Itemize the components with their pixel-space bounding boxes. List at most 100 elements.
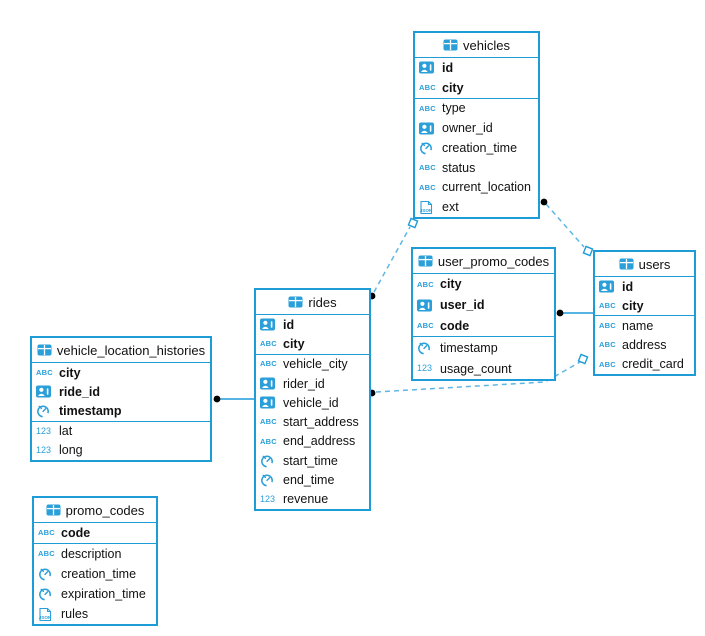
table-header[interactable]: user_promo_codes bbox=[413, 249, 554, 274]
id-icon bbox=[417, 299, 432, 312]
column-name: type bbox=[442, 101, 466, 116]
table-header[interactable]: rides bbox=[256, 290, 369, 315]
column-type-icon-cell: ABC bbox=[419, 184, 439, 192]
column-row-expiration_time: expiration_time bbox=[34, 584, 156, 604]
relationship-line bbox=[373, 226, 411, 293]
column-type-icon-cell bbox=[419, 122, 439, 135]
table-header[interactable]: users bbox=[595, 252, 694, 277]
column-row-id: id bbox=[415, 58, 538, 78]
column-name: description bbox=[61, 547, 122, 561]
column-type-icon-cell: ABC bbox=[419, 164, 439, 172]
timestamp-icon bbox=[418, 342, 430, 355]
column-type-icon-cell bbox=[36, 385, 56, 398]
text-type-icon: ABC bbox=[417, 279, 434, 289]
text-type-icon: ABC bbox=[38, 549, 55, 559]
text-type-icon: ABC bbox=[419, 103, 436, 113]
relationship-user_promo_codes-to-users bbox=[556, 309, 594, 317]
text-type-icon: ABC bbox=[260, 436, 277, 446]
column-type-icon-cell: ABC bbox=[260, 418, 280, 426]
column-type-icon-cell: ABC bbox=[38, 550, 58, 558]
column-name: name bbox=[622, 318, 654, 333]
id-icon bbox=[260, 318, 275, 331]
column-type-icon-cell bbox=[36, 404, 56, 418]
column-row-timestamp: timestamp bbox=[32, 401, 210, 420]
column-name: status bbox=[442, 160, 476, 175]
column-name: city bbox=[283, 336, 305, 351]
column-name: start_time bbox=[283, 453, 338, 468]
column-name: vehicle_city bbox=[283, 357, 348, 372]
column-type-icon-cell bbox=[419, 61, 439, 74]
column-name: creation_time bbox=[442, 140, 518, 155]
timestamp-icon bbox=[420, 142, 432, 155]
table-title: users bbox=[638, 256, 671, 272]
relationship-line bbox=[375, 361, 581, 393]
column-name: creation_time bbox=[61, 567, 137, 581]
table-header[interactable]: promo_codes bbox=[34, 498, 156, 523]
column-name: current_location bbox=[442, 180, 531, 195]
text-type-icon: ABC bbox=[599, 321, 616, 331]
column-name: usage_count bbox=[440, 361, 512, 376]
column-name: city bbox=[59, 365, 81, 380]
timestamp-icon bbox=[261, 474, 273, 487]
column-name: rider_id bbox=[283, 376, 325, 391]
column-type-icon-cell bbox=[260, 396, 280, 409]
column-type-icon-cell bbox=[38, 567, 58, 581]
json-icon: JSON bbox=[420, 200, 433, 214]
json-icon: JSON bbox=[39, 607, 52, 621]
column-type-icon-cell bbox=[260, 318, 280, 331]
table-icon bbox=[418, 255, 433, 267]
timestamp-icon bbox=[261, 455, 273, 468]
id-icon bbox=[419, 61, 434, 74]
relationship-vehicles-to-users bbox=[540, 198, 594, 257]
table-header[interactable]: vehicles bbox=[415, 33, 538, 58]
column-type-icon-cell: ABC bbox=[599, 322, 619, 330]
text-type-icon: ABC bbox=[260, 359, 277, 369]
column-row-city: ABC city bbox=[413, 274, 554, 295]
table-icon bbox=[443, 39, 458, 51]
number-type-icon: 123 bbox=[36, 425, 52, 436]
table-header[interactable]: vehicle_location_histories bbox=[32, 338, 210, 363]
number-type-icon: 123 bbox=[417, 363, 433, 374]
relationship-rides-to-users bbox=[368, 353, 589, 397]
text-type-icon: ABC bbox=[599, 301, 616, 311]
column-type-icon-cell: ABC bbox=[260, 360, 280, 368]
column-type-icon-cell: 123 bbox=[417, 364, 437, 373]
id-icon bbox=[260, 396, 275, 409]
column-row-creation_time: creation_time bbox=[415, 138, 538, 158]
column-name: city bbox=[440, 277, 462, 292]
column-type-icon-cell: JSON bbox=[419, 200, 439, 215]
id-icon bbox=[36, 385, 51, 398]
column-row-id: id bbox=[256, 315, 369, 334]
column-type-icon-cell bbox=[38, 587, 58, 601]
column-row-ride_id: ride_id bbox=[32, 382, 210, 401]
id-icon bbox=[599, 280, 614, 293]
text-type-icon: ABC bbox=[417, 321, 434, 331]
table-title: rides bbox=[308, 294, 337, 310]
column-name: address bbox=[622, 338, 667, 353]
